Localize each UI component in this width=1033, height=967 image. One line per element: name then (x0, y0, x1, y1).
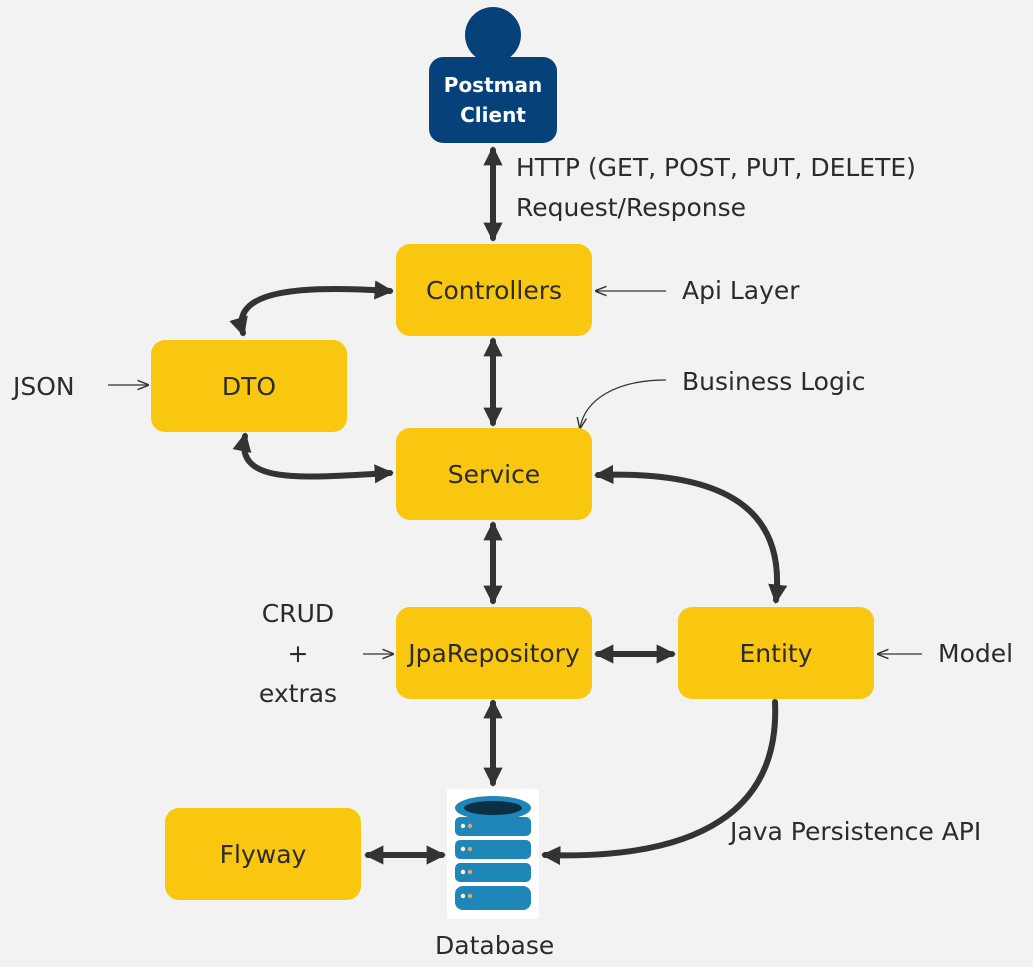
http-label-line1: HTTP (GET, POST, PUT, DELETE) (516, 153, 916, 182)
business-logic-label: Business Logic (682, 367, 866, 396)
entity-node[interactable]: Entity (678, 607, 874, 699)
dto-node[interactable]: DTO (151, 340, 347, 432)
controllers-node[interactable]: Controllers (396, 244, 592, 336)
api-layer-label: Api Layer (682, 276, 800, 305)
json-label: JSON (13, 372, 75, 401)
jpa-label: Java Persistence API (730, 817, 982, 846)
postman-client-node[interactable]: Postman Client (429, 57, 557, 143)
client-label-line1: Postman (443, 73, 543, 97)
jparepository-node[interactable]: JpaRepository (396, 607, 592, 699)
client-label-line2: Client (460, 103, 526, 127)
crud-label-line3: extras (258, 679, 338, 708)
crud-label-line1: CRUD (261, 599, 335, 628)
flyway-node[interactable]: Flyway (165, 808, 361, 900)
arrow-entity-database (541, 699, 779, 866)
database-label: Database (435, 931, 555, 960)
arrow-service-entity (594, 464, 788, 604)
model-label: Model (938, 639, 1014, 668)
database-icon (447, 789, 539, 919)
arrow-businesslogic (580, 379, 667, 428)
http-label-line2: Request/Response (516, 193, 747, 222)
service-node[interactable]: Service (396, 428, 592, 520)
arrow-dto-controllers (229, 280, 394, 337)
crud-label-line2: + (287, 639, 309, 668)
arrow-dto-service (232, 432, 394, 484)
client-avatar-icon (465, 7, 521, 63)
